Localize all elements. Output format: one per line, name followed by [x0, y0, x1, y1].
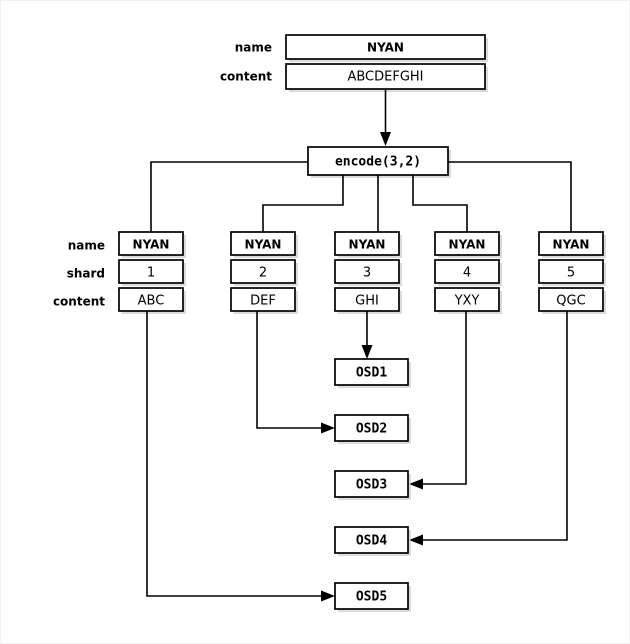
osd-3-label: OSD3 — [356, 478, 387, 493]
shard-column-1: NYAN 1 ABC — [118, 231, 186, 314]
edge-shard3-to-osd1 — [361, 311, 373, 359]
edge-object-to-encoder — [380, 90, 391, 146]
shard-2-index-box[interactable]: 2 — [230, 259, 298, 286]
encoder-label: encode(3,2) — [335, 155, 421, 170]
edge-shard5-to-osd4 — [409, 311, 568, 546]
shard-3-name-box[interactable]: NYAN — [334, 231, 402, 258]
object-name-box[interactable]: NYAN — [285, 34, 488, 62]
encoder-box[interactable]: encode(3,2) — [307, 146, 451, 178]
edges-encoder-to-shards — [150, 161, 572, 232]
shard-2-index: 2 — [259, 266, 267, 281]
object-content-box[interactable]: ABCDEFGHI — [285, 63, 488, 92]
osd-box-3[interactable]: OSD3 — [334, 470, 411, 500]
osd-box-1[interactable]: OSD1 — [334, 358, 411, 388]
shard-3-name: NYAN — [349, 238, 386, 252]
shard-1-name-box[interactable]: NYAN — [118, 231, 186, 258]
object-name-value: NYAN — [367, 41, 404, 55]
shard-1-index-box[interactable]: 1 — [118, 259, 186, 286]
object-label-name: name — [235, 41, 272, 55]
shard-2-name-box[interactable]: NYAN — [230, 231, 298, 258]
shard-3-index: 3 — [363, 266, 371, 281]
shard-column-4: NYAN 4 YXY — [434, 231, 502, 314]
osd-box-5[interactable]: OSD5 — [334, 582, 411, 612]
shard-4-content-box[interactable]: YXY — [434, 287, 502, 314]
shard-label-name: name — [68, 239, 105, 253]
edge-shard1-to-osd5 — [146, 311, 335, 602]
shard-3-index-box[interactable]: 3 — [334, 259, 402, 286]
shard-label-content: content — [53, 295, 105, 309]
shard-4-index-box[interactable]: 4 — [434, 259, 502, 286]
shard-2-content: DEF — [250, 294, 276, 309]
shard-5-index-box[interactable]: 5 — [538, 259, 606, 286]
osd-2-label: OSD2 — [356, 422, 387, 437]
shard-4-name-box[interactable]: NYAN — [434, 231, 502, 258]
shard-1-index: 1 — [147, 266, 155, 281]
shard-5-name-box[interactable]: NYAN — [538, 231, 606, 258]
shard-3-content-box[interactable]: GHI — [334, 287, 402, 314]
shard-4-content: YXY — [454, 294, 480, 309]
shard-1-name: NYAN — [133, 238, 170, 252]
object-label-content: content — [220, 70, 272, 84]
shard-column-3: NYAN 3 GHI — [334, 231, 402, 314]
edge-shard2-to-osd2 — [256, 311, 335, 434]
shard-column-5: NYAN 5 QGC — [538, 231, 606, 314]
osd-5-label: OSD5 — [356, 590, 387, 605]
object-content-value: ABCDEFGHI — [347, 70, 423, 85]
shard-1-content-box[interactable]: ABC — [118, 287, 186, 314]
osd-box-2[interactable]: OSD2 — [334, 414, 411, 444]
shard-5-name: NYAN — [553, 238, 590, 252]
shard-5-index: 5 — [567, 266, 575, 281]
shard-row-labels: name shard content — [53, 239, 105, 309]
shard-3-content: GHI — [355, 294, 379, 309]
osd-4-label: OSD4 — [356, 534, 387, 549]
object-row-labels: name content — [220, 41, 272, 84]
shard-label-shard: shard — [67, 267, 105, 281]
edge-shard4-to-osd3 — [409, 311, 467, 490]
shard-5-content-box[interactable]: QGC — [538, 287, 606, 314]
shard-2-content-box[interactable]: DEF — [230, 287, 298, 314]
shard-column-2: NYAN 2 DEF — [230, 231, 298, 314]
shard-4-index: 4 — [463, 266, 471, 281]
shard-5-content: QGC — [556, 294, 585, 309]
shard-2-name: NYAN — [245, 238, 282, 252]
shard-1-content: ABC — [138, 294, 165, 309]
shard-4-name: NYAN — [449, 238, 486, 252]
osd-1-label: OSD1 — [356, 366, 387, 381]
osd-box-4[interactable]: OSD4 — [334, 526, 411, 556]
